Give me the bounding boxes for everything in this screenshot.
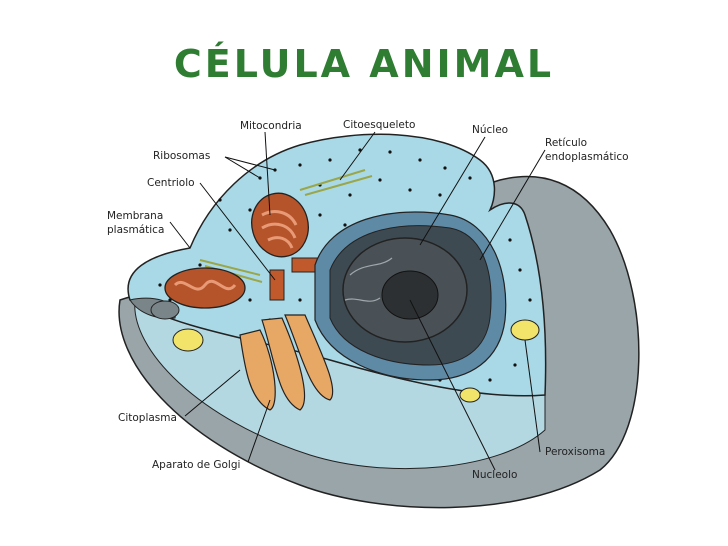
label-nucleo: Núcleo	[472, 124, 508, 136]
vesicle-grey	[150, 300, 180, 320]
label-reticulo-1: Retículo	[545, 137, 587, 149]
peroxisome-bottom	[459, 387, 481, 403]
nucleolus	[381, 270, 439, 320]
label-citoplasma: Citoplasma	[118, 412, 177, 424]
diagram-title: CÉLULA ANIMAL	[173, 42, 555, 86]
mitochondrion-upper	[251, 192, 309, 258]
mitochondrion-lower	[164, 267, 246, 309]
label-golgi: Aparato de Golgi	[152, 459, 240, 471]
peroxisome-right	[510, 319, 540, 341]
cytoskeleton-fibers	[199, 169, 373, 283]
label-citoesqueleto: Citoesqueleto	[343, 119, 415, 131]
label-reticulo-2: endoplasmático	[545, 151, 629, 163]
peroxisome-left	[172, 328, 204, 352]
golgi-apparatus	[239, 314, 334, 411]
label-mitocondria: Mitocondria	[240, 120, 302, 132]
label-ribosomas: Ribosomas	[153, 150, 210, 162]
nucleus	[342, 237, 468, 343]
label-centriolo: Centriolo	[147, 177, 195, 189]
label-membrana-2: plasmática	[107, 224, 164, 236]
label-nucleolo: Nucleolo	[472, 469, 517, 481]
leader-lines	[169, 131, 546, 471]
label-peroxisoma: Peroxisoma	[545, 446, 605, 458]
label-membrana-1: Membrana	[107, 210, 163, 222]
